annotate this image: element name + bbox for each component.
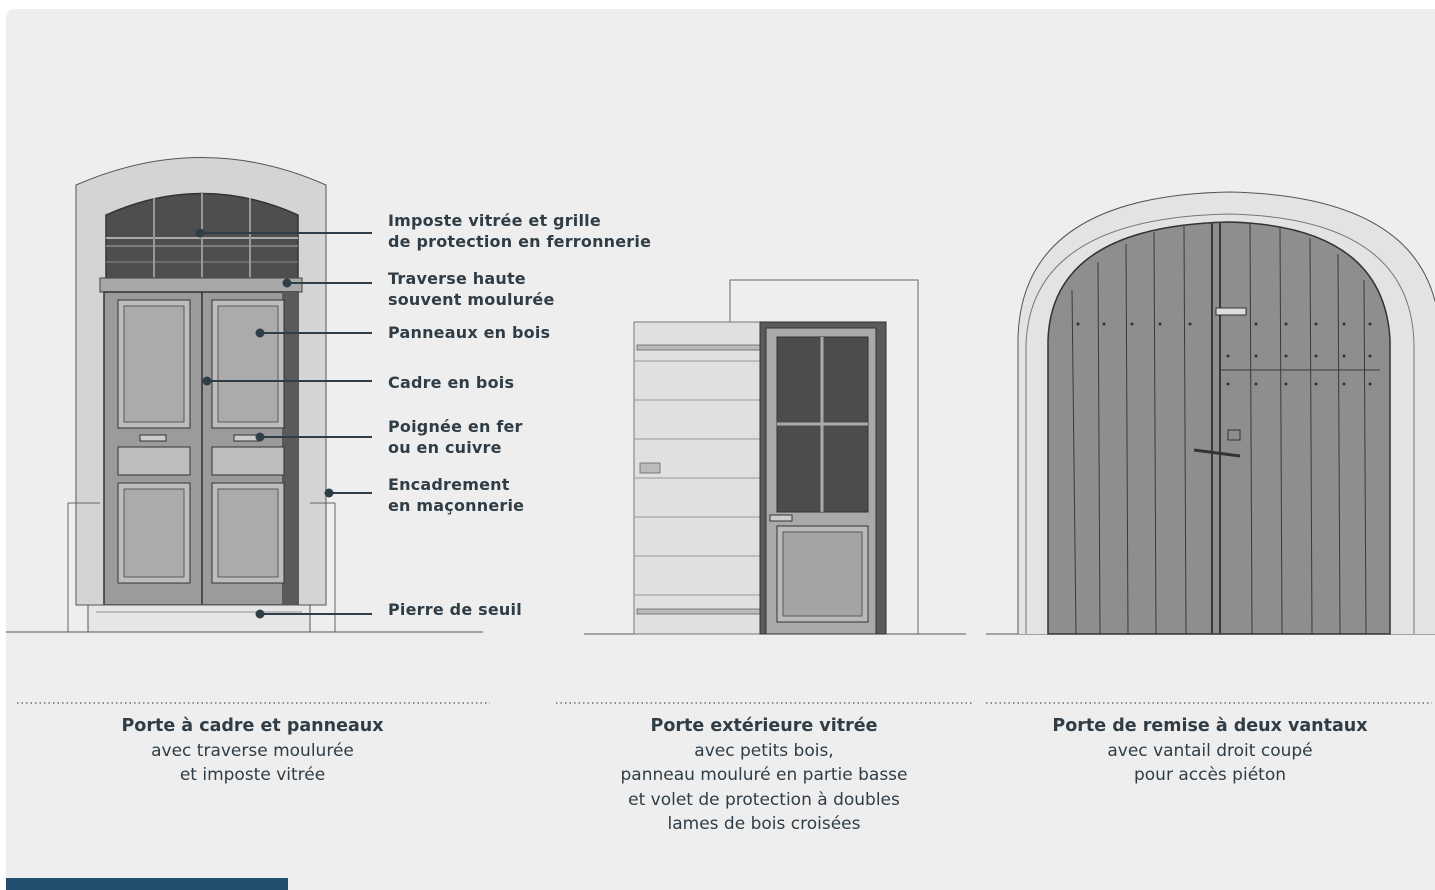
label-encadrement-line2: en maçonnerie [388, 496, 525, 515]
label-imposte-line2: de protection en ferronnerie [388, 232, 652, 251]
caption-door-2-title: Porte extérieure vitrée [650, 716, 878, 736]
label-panneaux: Panneaux en bois [388, 323, 551, 342]
label-cadre: Cadre en bois [388, 373, 515, 392]
label-encadrement-line1: Encadrement [388, 475, 510, 494]
caption-door-3: Porte de remise à deux vantaux avec vant… [990, 714, 1430, 788]
caption-door-2: Porte extérieure vitrée avec petits bois… [548, 714, 980, 837]
label-poignee-line2: ou en cuivre [388, 438, 502, 457]
caption-door-2-line: lames de bois croisées [667, 814, 861, 834]
caption-door-2-line: et volet de protection à doubles [628, 789, 900, 810]
caption-door-1-title: Porte à cadre et panneaux [121, 716, 384, 736]
label-imposte: Imposte vitrée et grille de protection e… [388, 210, 651, 252]
door-2-drawing [584, 279, 966, 635]
label-poignee: Poignée en fer ou en cuivre [388, 416, 523, 458]
door-1-drawing [6, 157, 483, 633]
caption-door-3-line: pour accès piéton [1133, 765, 1286, 785]
caption-door-3-line: avec vantail droit coupé [1107, 740, 1313, 761]
label-traverse: Traverse haute souvent moulurée [388, 268, 555, 310]
label-traverse-line2: souvent moulurée [388, 290, 555, 309]
door-3-drawing [986, 191, 1435, 635]
label-imposte-line1: Imposte vitrée et grille [388, 211, 601, 230]
label-encadrement: Encadrement en maçonnerie [388, 474, 524, 516]
caption-door-1: Porte à cadre et panneaux avec traverse … [30, 714, 475, 788]
caption-door-3-title: Porte de remise à deux vantaux [1052, 716, 1368, 736]
caption-door-1-line: et imposte vitrée [179, 765, 326, 785]
accent-bar [6, 878, 288, 890]
caption-door-1-line: avec traverse moulurée [151, 740, 354, 761]
label-seuil: Pierre de seuil [388, 600, 522, 619]
label-poignee-line1: Poignée en fer [388, 417, 523, 436]
label-traverse-line1: Traverse haute [388, 269, 526, 288]
caption-door-2-line: avec petits bois, [694, 740, 834, 761]
caption-door-2-line: panneau mouluré en partie basse [620, 765, 908, 785]
